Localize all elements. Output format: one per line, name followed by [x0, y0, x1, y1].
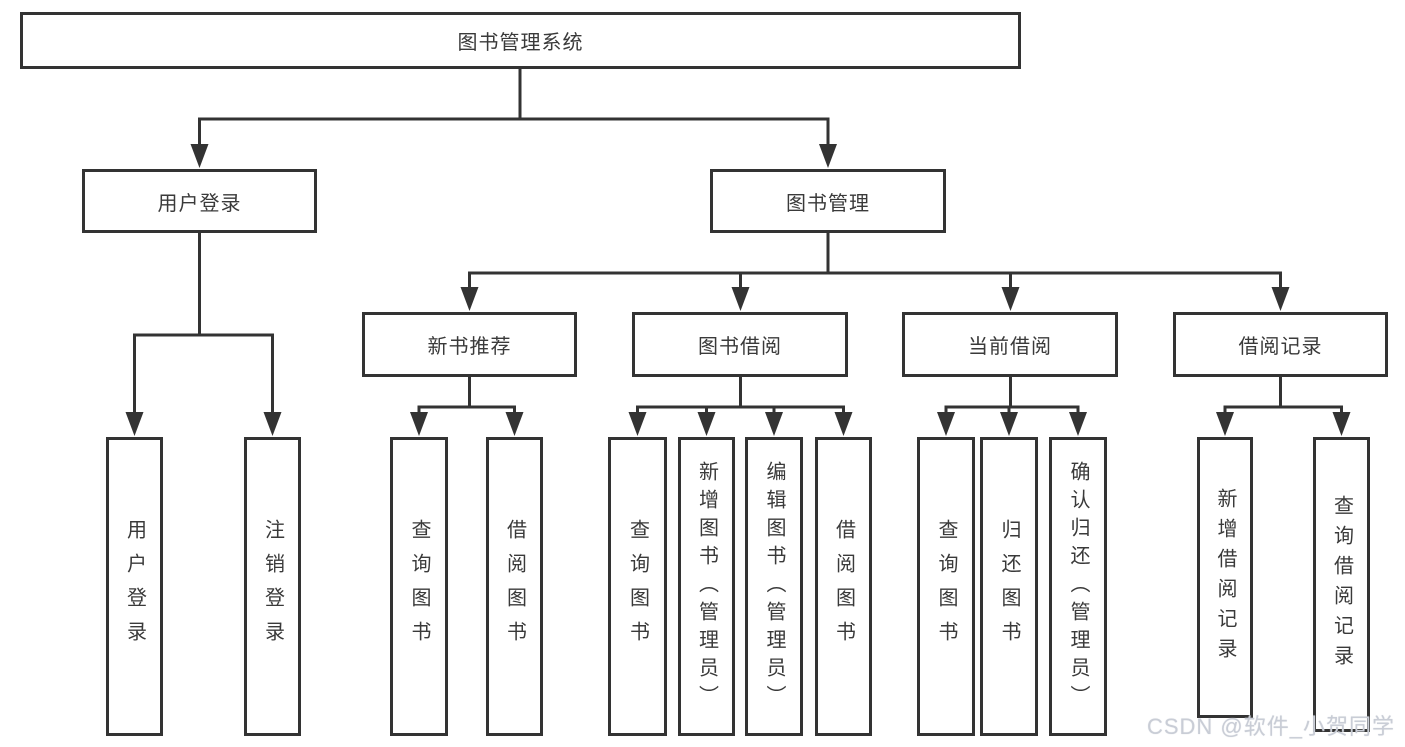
leaf-confirm-return-admin-label: 确认归还（管理员）: [1067, 460, 1089, 713]
leaf-add-borrow-record-label: 新增借阅记录: [1214, 487, 1236, 668]
leaf-query-books-2-label: 查询图书: [626, 518, 649, 655]
leaf-query-books-3: 查询图书: [917, 437, 975, 736]
leaf-user-login-label: 用户登录: [123, 518, 146, 655]
node-user-login: 用户登录: [82, 169, 317, 233]
leaf-borrow-books-2-label: 借阅图书: [832, 518, 855, 655]
node-new-book-recommend: 新书推荐: [362, 312, 577, 377]
leaf-return-books-label: 归还图书: [998, 518, 1020, 655]
csdn-watermark: CSDN @软件_小贺同学: [1146, 714, 1395, 739]
leaf-edit-book-admin-label: 编辑图书（管理员）: [763, 460, 785, 713]
leaf-confirm-return-admin: 确认归还（管理员）: [1049, 437, 1107, 736]
node-new-book-recommend-label: 新书推荐: [427, 336, 512, 358]
node-book-management: 图书管理: [710, 169, 946, 233]
node-book-management-label: 图书管理: [786, 192, 870, 215]
leaf-query-borrow-record: 查询借阅记录: [1313, 437, 1370, 732]
node-user-login-label: 用户登录: [157, 192, 242, 215]
node-root-label: 图书管理系统: [457, 32, 584, 54]
node-borrow-records-label: 借阅记录: [1238, 336, 1323, 358]
leaf-query-books-2: 查询图书: [608, 437, 667, 736]
leaf-logout: 注销登录: [244, 437, 301, 736]
leaf-query-books-1-label: 查询图书: [408, 518, 430, 655]
leaf-user-login: 用户登录: [106, 437, 163, 736]
leaf-borrow-books-1-label: 借阅图书: [503, 518, 526, 655]
leaf-query-books-1: 查询图书: [390, 437, 448, 736]
node-book-borrow-label: 图书借阅: [698, 336, 782, 358]
node-current-borrow: 当前借阅: [902, 312, 1118, 377]
leaf-return-books: 归还图书: [980, 437, 1038, 736]
leaf-query-books-3-label: 查询图书: [935, 518, 957, 655]
leaf-add-book-admin-label: 新增图书（管理员）: [695, 460, 718, 713]
leaf-query-borrow-record-label: 查询借阅记录: [1330, 494, 1353, 675]
arrow-down-icons: [125, 144, 1351, 436]
node-current-borrow-label: 当前借阅: [968, 336, 1052, 358]
leaf-borrow-books-2: 借阅图书: [815, 437, 872, 736]
leaf-edit-book-admin: 编辑图书（管理员）: [745, 437, 803, 736]
leaf-add-borrow-record: 新增借阅记录: [1197, 437, 1253, 718]
leaf-borrow-books-1: 借阅图书: [486, 437, 543, 736]
node-root-library-system: 图书管理系统: [20, 12, 1021, 69]
node-book-borrow: 图书借阅: [632, 312, 848, 377]
node-borrow-records: 借阅记录: [1173, 312, 1388, 377]
leaf-logout-label: 注销登录: [261, 518, 284, 655]
leaf-add-book-admin: 新增图书（管理员）: [678, 437, 735, 736]
